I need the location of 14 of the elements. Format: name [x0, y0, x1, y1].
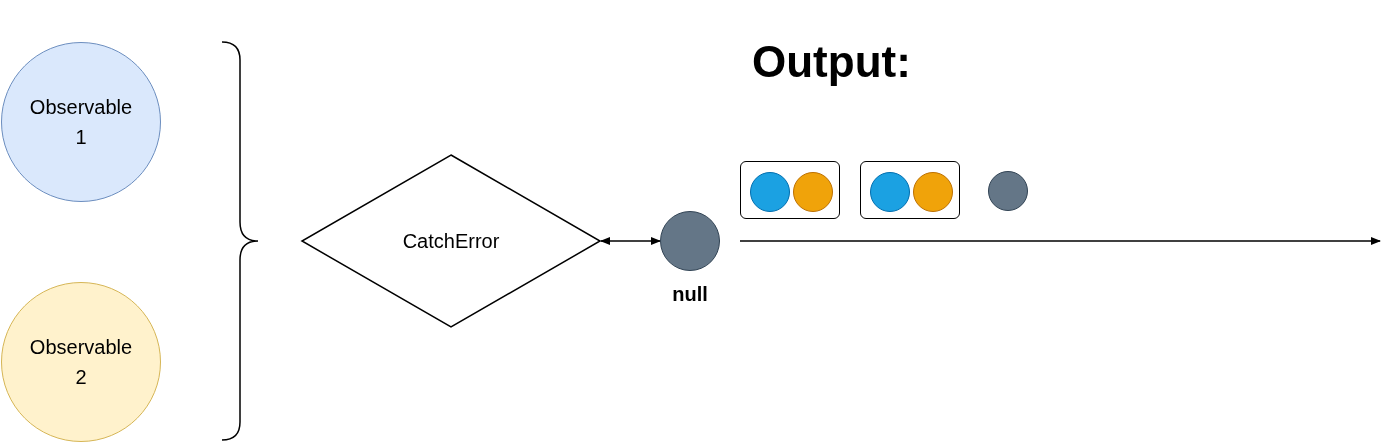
- heading: Output:: [752, 36, 911, 88]
- value-group-box: [740, 161, 840, 219]
- value-circle: [913, 172, 953, 212]
- value-label: null: [672, 282, 708, 306]
- value-group-box: [860, 161, 960, 219]
- value-circle: [750, 172, 790, 212]
- node-label: CatchError: [402, 229, 500, 254]
- value-circle: [793, 172, 833, 212]
- operator-diamond: [301, 154, 601, 328]
- value-circle: [870, 172, 910, 212]
- node-label: Observable 2: [28, 335, 134, 390]
- node-label: Observable 1: [28, 95, 134, 150]
- value-circle: [988, 171, 1028, 211]
- arrow: [600, 237, 661, 245]
